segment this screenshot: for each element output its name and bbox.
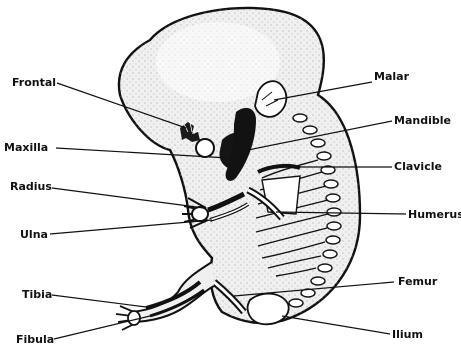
label-mandible: Mandible: [394, 114, 451, 127]
scapula: [262, 176, 300, 214]
leader-ilium: [282, 316, 390, 334]
leader-fibula: [54, 316, 150, 339]
label-femur: Femur: [398, 275, 438, 288]
label-frontal: Frontal: [12, 76, 56, 89]
leader-tibia: [52, 295, 146, 307]
foot: [116, 306, 140, 330]
label-clavicle: Clavicle: [394, 160, 442, 173]
ilium-bone: [248, 294, 289, 325]
label-ulna: Ulna: [20, 228, 48, 241]
orbit: [196, 139, 214, 157]
label-ilium: Ilium: [392, 328, 423, 341]
label-malar: Malar: [374, 70, 410, 83]
label-humerus: Humerus: [408, 208, 461, 221]
leader-radius: [52, 188, 204, 208]
leader-ulna: [50, 220, 212, 234]
label-radius: Radius: [10, 180, 52, 193]
label-maxilla: Maxilla: [4, 141, 48, 154]
label-fibula: Fibula: [16, 333, 54, 346]
labels-left: Frontal Maxilla Radius Ulna Tibia Fibula: [4, 76, 56, 346]
labels-right: Malar Mandible Clavicle Humerus Femur Il…: [374, 70, 461, 341]
label-tibia: Tibia: [22, 288, 52, 301]
